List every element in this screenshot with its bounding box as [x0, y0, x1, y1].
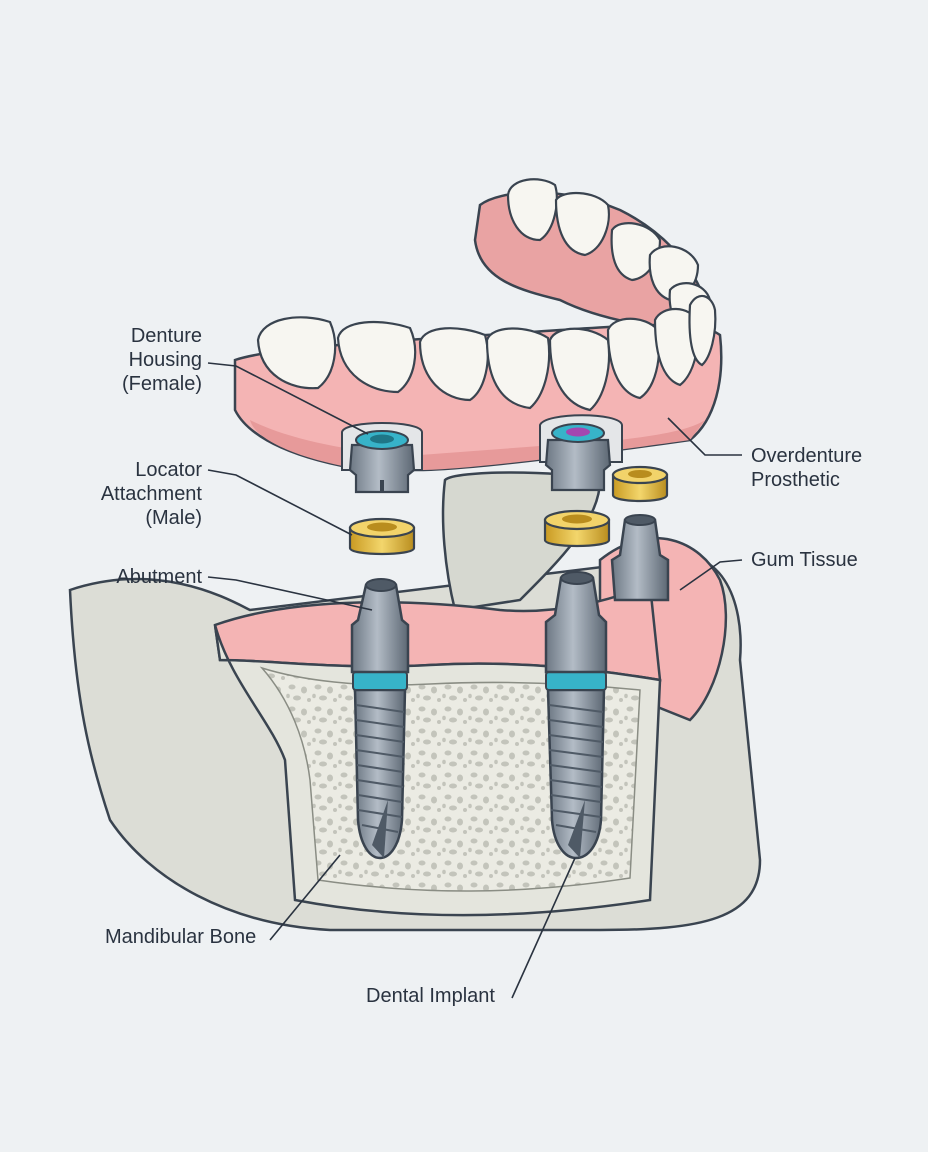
leader-gum-tissue: [679, 559, 743, 591]
overdenture-prosthetic: [233, 178, 723, 472]
label-overdenture-prosthetic: Overdenture Prosthetic: [751, 444, 862, 492]
label-denture-housing-line-1: Denture: [130, 325, 202, 347]
label-locator-attachment-line-3: (Male): [145, 507, 202, 529]
label-locator-attachment: Locator Attachment (Male): [60, 458, 202, 530]
label-dental-implant: Dental Implant: [366, 985, 495, 1007]
abutment-right: [544, 576, 608, 674]
label-gum-tissue: Gum Tissue: [751, 549, 858, 571]
implant-right: [544, 571, 608, 860]
label-denture-housing: Denture Housing (Female): [100, 324, 202, 396]
locator-attachment-right: [543, 509, 611, 548]
leader-mandibular-bone: [269, 854, 341, 941]
locator-attachment-rear: [611, 465, 669, 503]
leader-denture-housing: [207, 362, 369, 435]
leader-lines: [207, 362, 743, 999]
label-locator-attachment-line-1: Locator: [135, 459, 202, 481]
label-denture-housing-line-2: Housing: [128, 349, 202, 371]
denture-housing-left: [341, 422, 423, 494]
denture-housing-right: [539, 414, 623, 492]
leader-abutment: [207, 576, 373, 611]
abutment-left: [350, 583, 410, 674]
locator-attachment-left: [348, 517, 416, 556]
label-denture-housing-line-3: (Female): [121, 373, 202, 395]
label-overdenture-line-2: Prosthetic: [751, 469, 840, 491]
label-overdenture-line-1: Overdenture: [751, 445, 863, 467]
label-abutment: Abutment: [116, 566, 202, 588]
leader-locator-attachment: [207, 469, 353, 536]
label-locator-attachment-line-2: Attachment: [100, 483, 202, 505]
implant-left: [350, 578, 410, 860]
abutment-rear: [610, 514, 670, 602]
label-mandibular-bone: Mandibular Bone: [105, 926, 257, 948]
leader-overdenture: [667, 417, 742, 456]
leader-dental-implant: [511, 857, 576, 999]
